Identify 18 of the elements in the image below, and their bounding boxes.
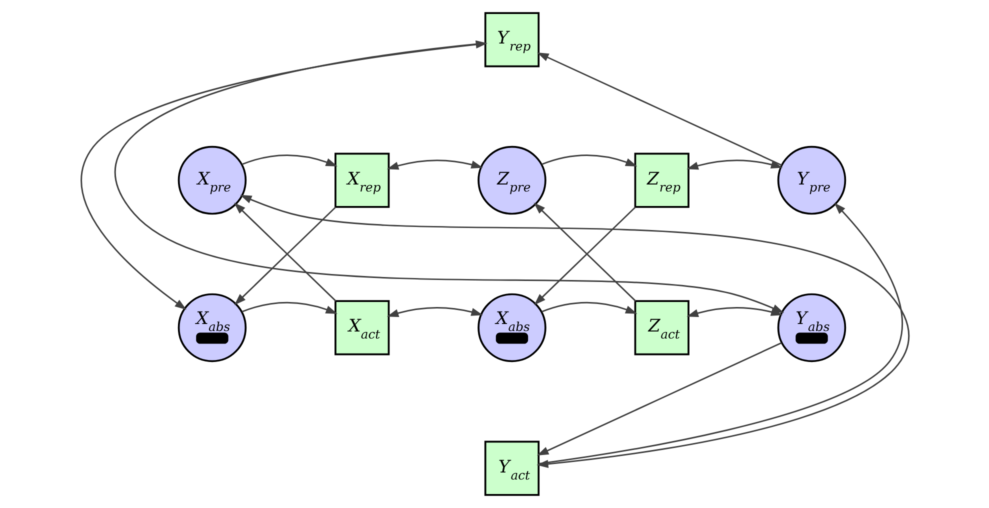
- arrow: [538, 202, 902, 464]
- arrow: [386, 307, 482, 318]
- node-box: Y$_{act}$: [484, 440, 540, 496]
- arrow: [386, 160, 482, 170]
- node-box: X$_{rep}$: [334, 152, 390, 208]
- arrow: [536, 342, 782, 456]
- arrow: [536, 52, 782, 166]
- arrow: [686, 307, 782, 318]
- arrow: [241, 302, 337, 314]
- node-box: Z$_{act}$: [634, 300, 689, 356]
- node-box: Y$_{rep}$: [484, 12, 540, 68]
- node-box: X$_{act}$: [334, 300, 390, 356]
- node-circle: Y$_{abs}$: [776, 293, 846, 362]
- node-box: Z$_{rep}$: [634, 152, 689, 208]
- arrow: [241, 154, 337, 166]
- arrow: [686, 160, 782, 170]
- arrow: [541, 154, 637, 166]
- arrow: [541, 302, 637, 314]
